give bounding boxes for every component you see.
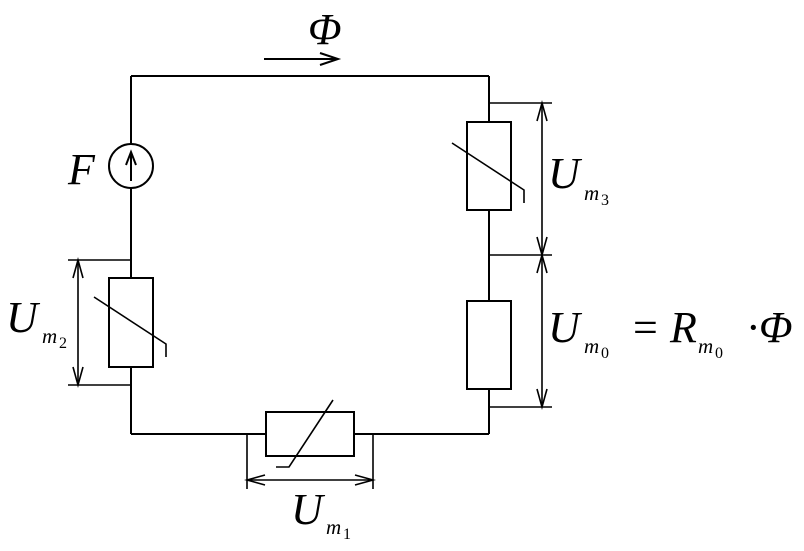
linear-reluctance-rm0: [466, 300, 512, 390]
um2-dimension: [68, 257, 131, 388]
um1-subscript: m: [326, 515, 341, 539]
equals-sign: =: [633, 303, 658, 352]
um3-subscript: m: [584, 181, 599, 205]
um0-subsubscript: 0: [601, 345, 609, 362]
rm0-subscript: m: [698, 334, 713, 358]
flux-arrow: [264, 52, 342, 66]
left-nonlinear-reluctance: [93, 277, 167, 368]
um1-dimension: [244, 434, 376, 489]
right-top-nonlinear-reluctance: [451, 121, 525, 211]
um3-subsubscript: 3: [601, 192, 609, 209]
um0-dimension: [489, 252, 552, 410]
um1-label: U: [291, 485, 326, 534]
um3-label: U: [548, 149, 583, 198]
mmf-source: [108, 143, 154, 189]
circuit-wires: [130, 75, 490, 435]
um0-label: U: [548, 303, 583, 352]
rm0-subsubscript: 0: [715, 345, 723, 362]
mmf-label: F: [67, 145, 96, 194]
flux-in-equation: Φ: [759, 303, 793, 352]
um2-subsubscript: 2: [59, 335, 67, 352]
multiply-dot: ·: [746, 303, 761, 352]
um0-subscript: m: [584, 334, 599, 358]
um2-subscript: m: [42, 324, 57, 348]
bottom-nonlinear-reluctance: [265, 399, 355, 468]
um2-label: U: [6, 293, 41, 342]
rm0-label: R: [669, 303, 697, 352]
um1-subsubscript: 1: [343, 526, 351, 543]
flux-label: Φ: [308, 5, 342, 54]
